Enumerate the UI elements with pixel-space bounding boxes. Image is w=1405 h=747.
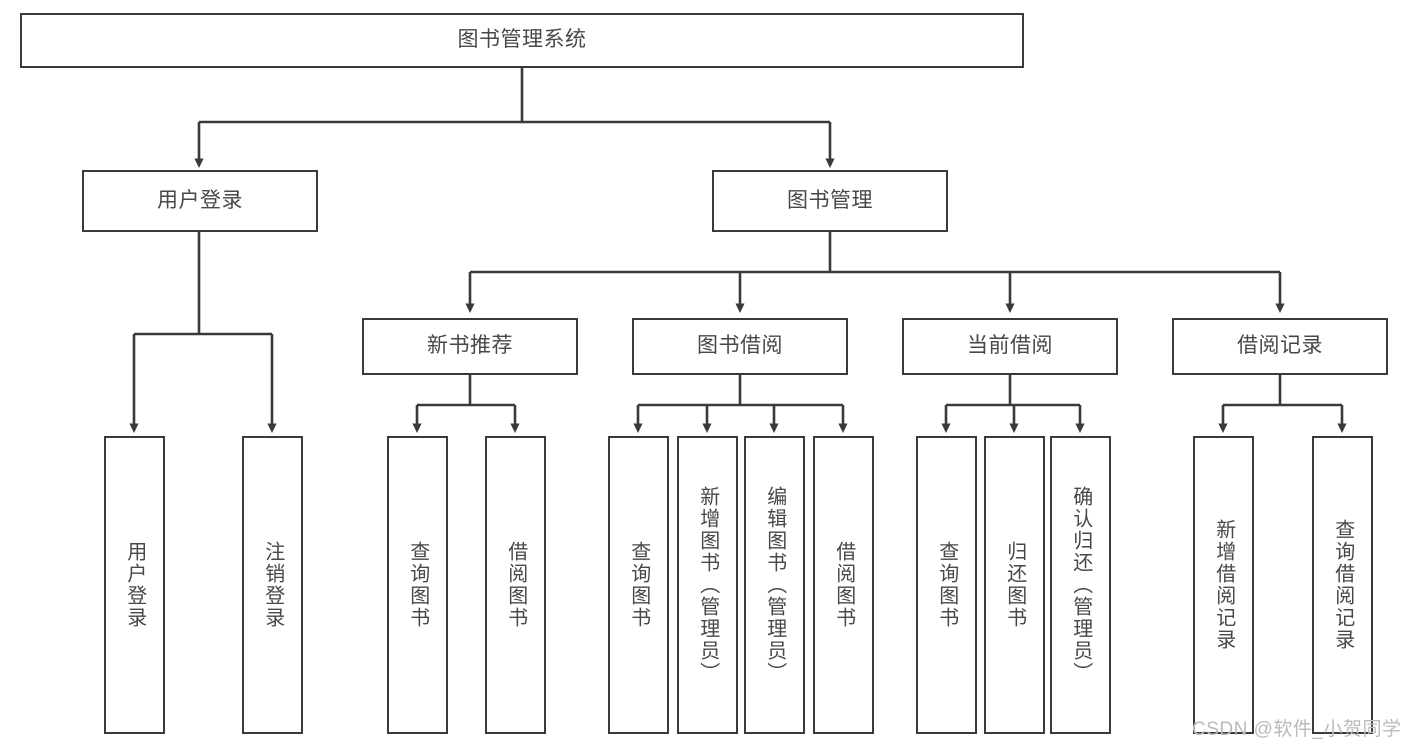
node-label: 确认归还（管理员） [1069, 486, 1092, 684]
leaf-borrow-record-query-record[interactable]: 查询借阅记录 [1312, 436, 1373, 734]
node-label: 编辑图书（管理员） [763, 486, 786, 684]
node-label: 新增图书（管理员） [696, 486, 719, 684]
leaf-current-borrow-return-book[interactable]: 归还图书 [984, 436, 1045, 734]
leaf-user-login-logout[interactable]: 注销登录 [242, 436, 303, 734]
node-label: 图书管理系统 [457, 28, 587, 52]
node-label: 查询图书 [627, 541, 650, 629]
node-new-book-recommendation[interactable]: 新书推荐 [362, 318, 578, 375]
node-label: 查询借阅记录 [1331, 519, 1354, 651]
node-label: 当前借阅 [967, 334, 1053, 358]
node-label: 借阅图书 [504, 541, 527, 629]
node-book-management[interactable]: 图书管理 [712, 170, 948, 232]
node-label: 图书借阅 [697, 334, 783, 358]
node-label: 查询图书 [406, 541, 429, 629]
node-label: 新增借阅记录 [1212, 519, 1235, 651]
csdn-watermark: CSDN @软件_小贺同学 [1192, 719, 1402, 740]
node-label: 查询图书 [935, 541, 958, 629]
leaf-borrow-record-add-record[interactable]: 新增借阅记录 [1193, 436, 1254, 734]
node-label: 新书推荐 [427, 334, 513, 358]
node-book-borrow[interactable]: 图书借阅 [632, 318, 848, 375]
leaf-book-borrow-query-book[interactable]: 查询图书 [608, 436, 669, 734]
leaf-book-borrow-edit-book-admin[interactable]: 编辑图书（管理员） [744, 436, 805, 734]
node-label: 注销登录 [261, 541, 284, 629]
node-label: 图书管理 [787, 188, 873, 212]
leaf-book-borrow-borrow-book[interactable]: 借阅图书 [813, 436, 874, 734]
node-label: 借阅记录 [1237, 334, 1323, 358]
leaf-new-book-query-book[interactable]: 查询图书 [387, 436, 448, 734]
leaf-new-book-borrow-book[interactable]: 借阅图书 [485, 436, 546, 734]
node-current-borrow[interactable]: 当前借阅 [902, 318, 1118, 375]
leaf-current-borrow-confirm-return-admin[interactable]: 确认归还（管理员） [1050, 436, 1111, 734]
node-root-book-management-system[interactable]: 图书管理系统 [20, 13, 1024, 68]
node-user-login[interactable]: 用户登录 [82, 170, 318, 232]
node-label: 用户登录 [157, 188, 243, 212]
node-label: 用户登录 [123, 541, 146, 629]
node-label: 归还图书 [1003, 541, 1026, 629]
leaf-user-login-login[interactable]: 用户登录 [104, 436, 165, 734]
node-borrow-record[interactable]: 借阅记录 [1172, 318, 1388, 375]
leaf-book-borrow-add-book-admin[interactable]: 新增图书（管理员） [677, 436, 738, 734]
leaf-current-borrow-query-book[interactable]: 查询图书 [916, 436, 977, 734]
node-label: 借阅图书 [832, 541, 855, 629]
